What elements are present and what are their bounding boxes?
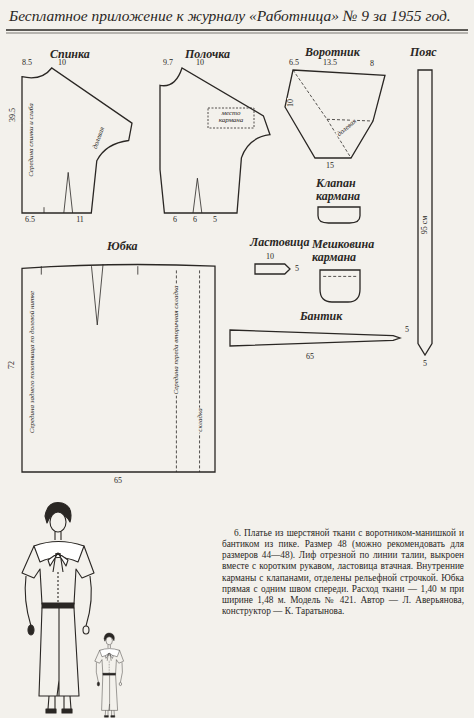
- dimension: 5: [212, 216, 218, 224]
- model-caption: 6. Платье из шерстяной ткани с воротнико…: [222, 528, 464, 617]
- grain-note: Середина переда вторичная складка: [173, 284, 180, 395]
- dimension: 5: [422, 360, 428, 368]
- dress-figure: [55, 532, 61, 540]
- dimension: 5: [404, 326, 410, 334]
- back-view-figure: [95, 633, 124, 717]
- dress-figure: [34, 542, 84, 563]
- dimension: 10: [57, 59, 67, 67]
- front-piece: Полочкаместо кармана: [160, 68, 270, 213]
- piece-name: Воротник: [305, 46, 360, 59]
- dimension: 6.5: [24, 216, 36, 224]
- dress-figure: [57, 608, 59, 696]
- cut-line: [22, 265, 215, 472]
- dimension: 6.5: [288, 59, 300, 67]
- piece-outline: [230, 330, 400, 346]
- grain-note: складка: [197, 407, 204, 432]
- piece-name: Юбка: [107, 240, 137, 253]
- skirt-piece: Юбка: [22, 262, 215, 472]
- cut-line: [230, 330, 400, 346]
- cut-line: [208, 108, 254, 128]
- piece-outline: [285, 70, 385, 158]
- back-piece: Спинка: [22, 68, 132, 213]
- grain-note: долевая: [91, 125, 106, 151]
- construction-line: [323, 276, 357, 277]
- construction-line: [64, 172, 73, 213]
- dimension: 65: [305, 353, 315, 361]
- piece-name: Клапан кармана: [316, 177, 372, 202]
- dress-figure: [28, 625, 34, 635]
- piece-outline: [22, 262, 215, 472]
- dimension: 15: [325, 162, 335, 170]
- dimension: 65: [113, 477, 123, 485]
- piece-outline: [418, 70, 432, 355]
- dress-figure: [57, 572, 58, 604]
- dimension: 10: [287, 98, 295, 108]
- piece-name: Пояс: [410, 46, 437, 59]
- piece-name: Бантик: [300, 310, 342, 323]
- page-header: Бесплатное приложение к журналу «Работни…: [9, 7, 451, 25]
- piece-outline: [160, 68, 270, 213]
- piece-outline: [318, 207, 360, 223]
- dimension: 8: [369, 60, 375, 68]
- construction-line: [91, 264, 103, 325]
- dimension: 9.7: [162, 59, 174, 67]
- cut-line: [318, 207, 360, 223]
- dimension: 72: [8, 360, 16, 370]
- dimension: 8.5: [21, 59, 33, 67]
- cut-line: [22, 68, 132, 213]
- dress-figure: [48, 553, 68, 572]
- dimension: 39.5: [9, 107, 17, 123]
- cut-line: [255, 264, 290, 274]
- dimension: 11: [75, 216, 85, 224]
- cut-line: [320, 270, 360, 302]
- header-rule: [6, 33, 468, 34]
- header-rule: [6, 30, 468, 33]
- dimension: 6: [192, 216, 198, 224]
- gusset-piece: Ластовица: [255, 264, 290, 274]
- piece-name: Полочка: [185, 48, 230, 61]
- dimension: 10: [195, 59, 205, 67]
- construction-line: [199, 270, 200, 472]
- dress-figure: [48, 696, 71, 709]
- pocket-flap-piece: Клапан кармана: [318, 207, 360, 223]
- grain-note: Середина спинки и сгиба: [28, 102, 35, 178]
- piece-outline: [320, 270, 360, 302]
- dress-figure: [42, 603, 74, 608]
- grain-note: Середина заднего полотнища по долевой ни…: [29, 290, 36, 434]
- cut-line: [160, 68, 270, 213]
- dress-figure: [50, 512, 66, 532]
- piece-name: Мешковина кармана: [312, 238, 382, 263]
- back-view-figure: [95, 633, 124, 717]
- dress-figure: [39, 608, 79, 696]
- construction-line: [293, 70, 351, 158]
- bow-piece: Бантик: [230, 330, 400, 346]
- dimension: 10: [265, 253, 275, 261]
- pocket-note: место кармана: [211, 110, 251, 125]
- dress-figure: [46, 709, 72, 713]
- dimension: 6: [172, 216, 178, 224]
- cut-line: [418, 70, 432, 355]
- collar-piece: Воротник: [285, 70, 385, 158]
- dimension: 13.5: [322, 59, 338, 67]
- belt-piece: Пояс: [418, 70, 432, 355]
- piece-name: Ластовица: [250, 236, 309, 249]
- grain-note: долевая: [335, 117, 359, 138]
- pocket-place: место кармана: [208, 108, 254, 128]
- pocket-bag-piece: Мешковина кармана: [320, 270, 360, 302]
- piece-outline: [22, 68, 132, 213]
- dimension: 95 см: [421, 215, 429, 236]
- cut-line: [285, 70, 385, 158]
- construction-line: [193, 178, 202, 213]
- piece-name: Спинка: [50, 48, 90, 61]
- construction-line: [41, 266, 138, 274]
- dress-figure: [83, 626, 89, 634]
- construction-line: [44, 207, 45, 213]
- header-rule: [6, 29, 468, 30]
- dress-figure: [22, 503, 94, 713]
- dimension: 5: [294, 265, 300, 273]
- piece-outline: [255, 264, 290, 274]
